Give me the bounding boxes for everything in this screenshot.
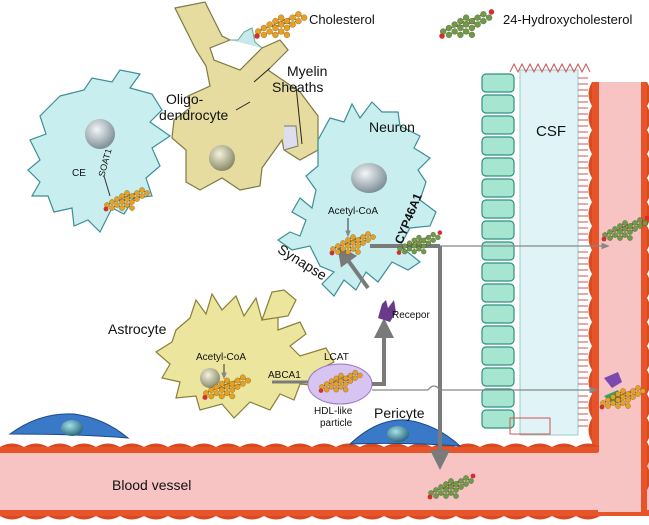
hdl-label-2: particle: [320, 418, 353, 429]
legend-hydroxycholesterol-label: 24-Hydroxycholesterol: [503, 12, 632, 27]
pericyte-right: [348, 419, 462, 447]
choroid-cell: [481, 178, 515, 198]
lcat-label: LCAT: [324, 352, 349, 363]
small-astrocyte: [27, 69, 172, 234]
choroid-cell: [481, 220, 515, 240]
choroid-cell: [481, 73, 515, 93]
neuron-label: Neuron: [369, 119, 415, 135]
choroid-cell: [481, 388, 515, 408]
choroid-cell: [481, 304, 515, 324]
pericyte-label: Pericyte: [374, 405, 425, 421]
choroid-cell: [481, 115, 515, 135]
oligodendrocyte: [171, 1, 319, 191]
choroid-cell: [481, 283, 515, 303]
astrocyte-label: Astrocyte: [108, 321, 167, 337]
csf-label: CSF: [536, 123, 566, 140]
legend-cholesterol-label: Cholesterol: [309, 12, 375, 27]
neuron-cholesterol-molecule: [329, 231, 376, 256]
neuron-acetyl-coa-label: Acetyl-CoA: [328, 206, 378, 217]
vessel-cholesterol-molecule: [599, 385, 646, 410]
astrocyte: [154, 289, 335, 419]
ce-label: CE: [72, 168, 86, 179]
pericyte-left: [8, 413, 130, 439]
sheaths-label: Sheaths: [272, 79, 323, 95]
choroid-cell: [481, 409, 515, 429]
choroid-cell: [481, 157, 515, 177]
choroid-cell: [481, 346, 515, 366]
choroid-cell: [481, 367, 515, 387]
receptor-icon: [378, 300, 396, 322]
blood-vessel-label: Blood vessel: [112, 477, 191, 493]
legend-hydroxycholesterol-molecule: [439, 9, 495, 39]
receptor-label: Recepor: [392, 310, 430, 321]
neuron-hydroxycholesterol-molecule: [396, 230, 443, 255]
oligodendrocyte-label-2: dendrocyte: [159, 107, 228, 123]
choroid-cell: [481, 136, 515, 156]
choroid-cell: [481, 262, 515, 282]
choroid-cell: [481, 94, 515, 114]
vessel-hydroxycholesterol-molecule: [601, 215, 649, 242]
choroid-cell: [481, 325, 515, 345]
blood-hydroxycholesterol-molecule: [427, 473, 476, 500]
oligodendrocyte-label-1: Oligo-: [166, 91, 204, 107]
hdl-label-1: HDL-like: [314, 406, 353, 417]
astrocyte-acetyl-coa-label: Acetyl-CoA: [196, 352, 246, 363]
hdl-like-particle: [307, 363, 373, 405]
csf-region: [481, 62, 591, 436]
abca1-label: ABCA1: [268, 370, 301, 381]
astrocyte-cholesterol-molecule: [202, 374, 252, 400]
myelin-label: Myelin: [287, 63, 327, 79]
blood-vessel: [0, 82, 649, 520]
hdl-cholesterol-molecule: [318, 369, 363, 393]
transport-arrows: [103, 175, 610, 470]
choroid-cell: [481, 241, 515, 261]
molecule-layer: [103, 9, 649, 500]
legend-cholesterol-molecule: [254, 10, 308, 39]
ester-cholesterol-molecule: [103, 187, 150, 212]
choroid-cell: [481, 199, 515, 219]
